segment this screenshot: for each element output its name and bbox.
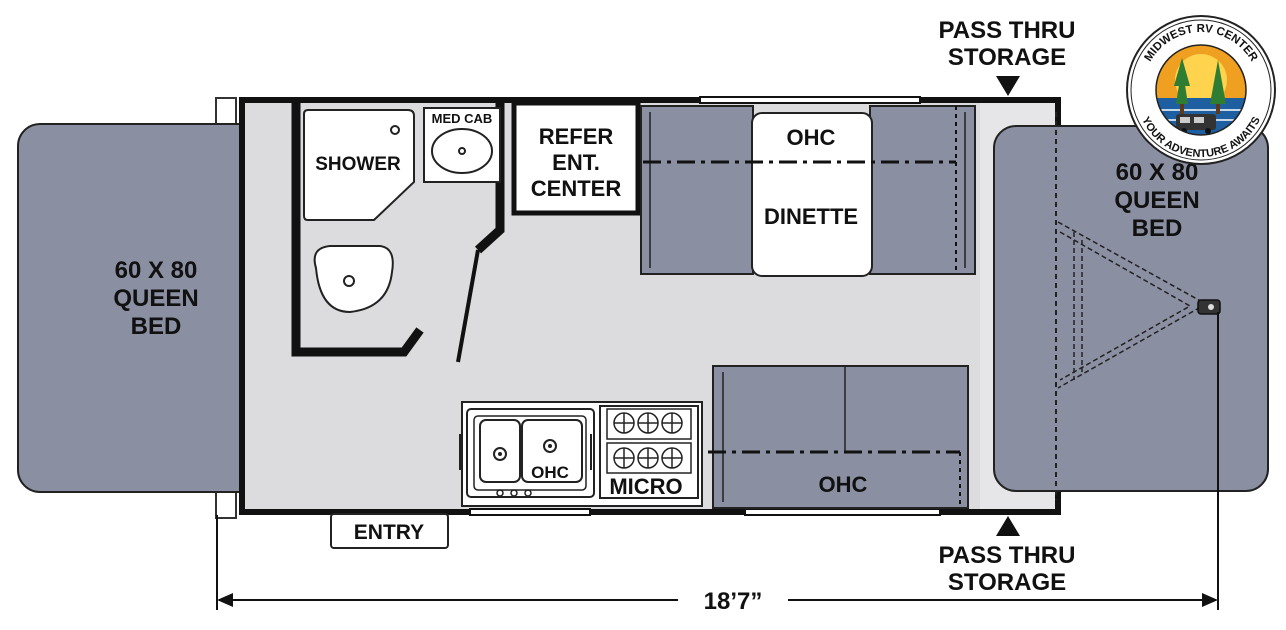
arrow-up-icon (996, 516, 1020, 536)
refer-label-line2: ENT. (552, 150, 600, 175)
arrow-right-icon (1202, 593, 1218, 607)
hitch-coupler (1197, 299, 1221, 315)
arrow-left-icon (217, 593, 233, 607)
sofa: OHC (708, 365, 969, 509)
pass-thru-bottom-line2: STORAGE (948, 569, 1066, 596)
bed-left-label-line1: 60 X 80 (115, 257, 198, 284)
ohc-sink-label: OHC (531, 463, 569, 482)
pass-thru-bottom-callout: PASS THRU STORAGE (939, 516, 1076, 596)
bed-right-label-line2: QUEEN (1114, 187, 1199, 214)
pass-thru-bottom-line1: PASS THRU (939, 542, 1076, 569)
pass-thru-top-callout: PASS THRU STORAGE (939, 17, 1076, 96)
length-dimension: 18’7” (216, 312, 1219, 615)
entry-label: ENTRY (354, 521, 424, 544)
entry-step: ENTRY (330, 513, 449, 549)
kitchen: OHC MICRO (459, 401, 703, 507)
ohc-bottom-label: OHC (819, 472, 868, 497)
bed-right-label-line1: 60 X 80 (1116, 159, 1199, 186)
micro-label: MICRO (609, 474, 682, 499)
refer-label-line1: REFER (539, 124, 614, 149)
bed-left-label-line2: QUEEN (113, 285, 198, 312)
right-queen-bed: 60 X 80 QUEEN BED (993, 112, 1269, 500)
ohc-top-label: OHC (787, 125, 836, 150)
tree-icon-top (1174, 58, 1190, 86)
bathroom: SHOWER MED CAB (291, 103, 505, 363)
dinette: OHC DINETTE (640, 105, 976, 277)
refer-ent-center: REFER ENT. CENTER (511, 100, 641, 216)
length-label: 18’7” (704, 588, 763, 615)
bed-right-label-line3: BED (1132, 215, 1183, 242)
shower-label: SHOWER (315, 154, 401, 175)
pass-thru-top-line1: PASS THRU (939, 17, 1076, 44)
tree-icon-2 (1210, 60, 1226, 104)
refer-label-line3: CENTER (531, 176, 622, 201)
pass-thru-top-line2: STORAGE (948, 44, 1066, 71)
motorhome-icon (1176, 114, 1216, 134)
bed-left-label-line3: BED (131, 313, 182, 340)
med-cab-label: MED CAB (432, 111, 493, 126)
dinette-label: DINETTE (764, 204, 858, 229)
arrow-down-icon (996, 76, 1020, 96)
stove-burners (613, 412, 683, 469)
dealer-logo: MIDWEST RV CENTER YOUR ADVENTURE AWAITS (1126, 15, 1276, 165)
exterior-walls (239, 97, 1061, 515)
